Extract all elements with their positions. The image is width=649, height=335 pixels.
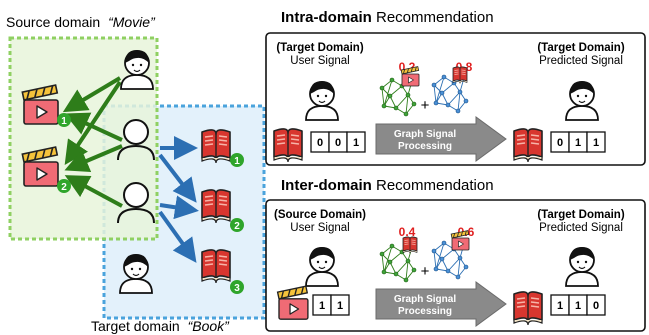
inter-arrow-line1: Graph Signal (394, 294, 456, 305)
movie-2-badge-text: 2 (61, 182, 67, 193)
book-2-icon (201, 189, 231, 224)
book-1-badge-text: 1 (234, 156, 240, 167)
inter-input-cell: 1 (319, 300, 325, 312)
inter-right-head: (Target Domain) (537, 209, 624, 221)
target-domain-name: “Book” (188, 318, 231, 334)
inter-title-bold: Inter-domain (281, 177, 372, 194)
movie-1-badge: 1 (57, 113, 71, 127)
book-1-badge: 1 (230, 153, 244, 167)
inter-input-cells: 1 1 (312, 294, 350, 316)
inter-book-graph-clapper-icon (450, 230, 470, 251)
target-domain-caption: Target domain “Book” (91, 318, 230, 334)
intra-input-cells: 0 0 1 (310, 131, 366, 153)
inter-domain-panel: Inter-domain Recommendation (Source Doma… (265, 177, 646, 332)
intra-arrow-line1: Graph Signal (394, 129, 456, 140)
intra-right-sub: Predicted Signal (539, 55, 623, 67)
intra-input-book-icon (273, 128, 303, 163)
book-interaction-arrows (158, 136, 199, 263)
inter-left-sub: User Signal (290, 222, 349, 234)
intra-output-cells: 0 1 1 (550, 131, 606, 153)
book-3-icon (201, 249, 231, 284)
inter-title-rest: Recommendation (372, 177, 494, 194)
inter-input-movie-icon (276, 285, 309, 320)
source-domain-label: Source domain (6, 14, 100, 30)
intra-gsp-arrow: Graph Signal Processing (375, 116, 507, 162)
inter-output-cell: 1 (557, 300, 563, 312)
intra-plus: + (421, 97, 430, 114)
inter-output-cells: 1 1 0 (550, 294, 606, 316)
inter-plus: + (421, 263, 430, 280)
intra-input-cell: 0 (335, 137, 341, 149)
inter-weight-a: 0.4 (399, 225, 416, 239)
domain-bipartite-graph: Source domain “Movie” 1 (6, 14, 266, 334)
movie-2-badge: 2 (57, 179, 71, 193)
inter-movie-graph-book-icon (402, 236, 418, 254)
intra-left-head: (Target Domain) (276, 42, 363, 54)
inter-output-cell: 1 (575, 300, 581, 312)
inter-input-cell: 1 (337, 300, 343, 312)
inter-frame (265, 199, 646, 332)
book-2-badge: 2 (230, 218, 244, 232)
intra-title: Intra-domain Recommendation (281, 9, 494, 26)
book-3-badge: 3 (230, 280, 244, 294)
movie-1-badge-text: 1 (61, 116, 67, 127)
book-1-icon (201, 129, 231, 164)
inter-right-sub: Predicted Signal (539, 222, 623, 234)
intra-output-cell: 1 (593, 137, 599, 149)
source-domain-caption: Source domain “Movie” (6, 14, 156, 30)
movie-interaction-arrows (62, 76, 123, 208)
intra-title-bold: Intra-domain (281, 9, 372, 26)
inter-title: Inter-domain Recommendation (281, 177, 494, 194)
inter-output-book-icon (513, 291, 543, 326)
inter-gsp-arrow: Graph Signal Processing (375, 281, 507, 327)
intra-title-rest: Recommendation (372, 9, 494, 26)
intra-left-sub: User Signal (290, 55, 349, 67)
intra-input-cell: 0 (317, 137, 323, 149)
intra-movie-graph-clapper-icon (400, 66, 420, 87)
inter-output-cell: 0 (593, 300, 599, 312)
source-domain-name: “Movie” (108, 14, 156, 30)
intra-arrow-line2: Processing (398, 141, 452, 152)
intra-book-graph-book-icon (452, 66, 468, 84)
intra-input-cell: 1 (353, 137, 359, 149)
intra-output-book-icon (513, 128, 543, 163)
intra-output-cell: 0 (557, 137, 563, 149)
intra-domain-panel: Intra-domain Recommendation (Target Doma… (265, 9, 646, 166)
inter-left-head: (Source Domain) (274, 209, 366, 221)
intra-right-head: (Target Domain) (537, 42, 624, 54)
inter-arrow-line2: Processing (398, 306, 452, 317)
target-domain-label: Target domain (91, 318, 180, 334)
book-2-badge-text: 2 (234, 221, 240, 232)
movie-2-icon (21, 146, 59, 187)
movie-1-icon (21, 84, 59, 125)
intra-output-cell: 1 (575, 137, 581, 149)
book-3-badge-text: 3 (234, 283, 240, 294)
